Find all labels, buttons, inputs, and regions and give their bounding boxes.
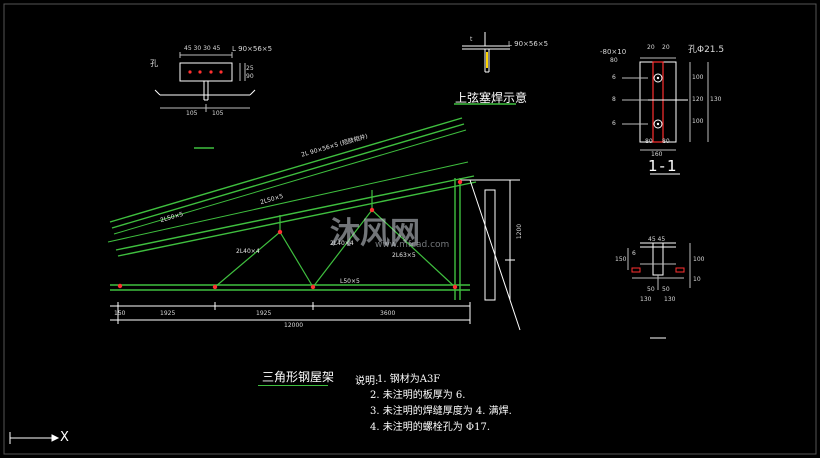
gusset-left-label-3: 6 — [612, 120, 616, 127]
channel-dim-right-b: 10 — [693, 276, 701, 283]
main-title: 三角形钢屋架 — [262, 370, 335, 384]
gusset-dim-bottom-1: 80 — [645, 138, 653, 145]
detail-angle-dims-top: 45 30 30 45 — [184, 45, 221, 52]
gusset-left-label-1: 6 — [612, 74, 616, 81]
gusset-plate-label: -80×10 — [600, 48, 627, 56]
note-4: 4. 未注明的螺栓孔为 Φ17. — [370, 422, 490, 433]
note-3: 3. 未注明的焊缝厚度为 4. 满焊. — [370, 406, 512, 417]
watermark-url: www.mfcad.com — [375, 240, 450, 250]
channel-dim-bottom-2: 50 — [662, 286, 670, 293]
gusset-hole-label: 孔Φ21.5 — [688, 45, 725, 55]
truss-dim-bottom-2: 1925 — [160, 310, 176, 317]
truss-dim-total: 12000 — [284, 322, 304, 329]
channel-dims-top: 45 45 — [648, 236, 666, 243]
detail-angle-dim-bottom-left: 105 — [186, 110, 198, 117]
axis-label-x: X — [60, 430, 69, 445]
truss-dim-bottom-3: 1925 — [256, 310, 272, 317]
gusset-dim-right-3: 100 — [692, 118, 704, 125]
truss-dim-bottom-4: 3600 — [380, 310, 396, 317]
section-label: 1-1 — [648, 157, 679, 175]
gusset-dim-right-outer: 130 — [710, 96, 722, 103]
detail-gusset — [622, 57, 709, 175]
main-title-underline — [258, 385, 328, 386]
truss-dim-height: 1200 — [516, 223, 524, 240]
channel-dim-bottom-total-2: 130 — [664, 296, 676, 303]
drawing-frame — [3, 3, 817, 455]
detail-weld-profile: L 90×56×5 — [508, 40, 549, 48]
gusset-dim-top-b: 20 — [662, 44, 670, 51]
note-1: 1. 钢材为A3F — [377, 374, 441, 385]
gusset-dim-right-1: 100 — [692, 74, 704, 81]
detail-angle-dim-bottom-right: 105 — [212, 110, 224, 117]
gusset-dim-top-a: 20 — [647, 44, 655, 51]
detail-weld-thickness: t — [470, 36, 473, 43]
gusset-dim-bottom-2: 80 — [662, 138, 670, 145]
detail-angle-dim-right-a: 25 — [246, 65, 254, 72]
channel-dim-left: 150 — [615, 256, 627, 263]
detail-angle-hole-label: 孔 — [150, 59, 158, 68]
truss-dim-bottom-1: 150 — [114, 310, 126, 317]
detail-angle-profile: L 90×56×5 — [232, 45, 273, 53]
note-2: 2. 未注明的板厚为 6. — [370, 390, 466, 401]
detail-angle-dim-right-b: 90 — [246, 73, 254, 80]
truss-main — [107, 117, 521, 331]
channel-left-label: 6 — [632, 250, 636, 257]
gusset-dim-bottom-total: 160 — [651, 151, 663, 158]
member-label-5: 2L63×5 — [392, 252, 416, 259]
member-label-4: 2L40×4 — [330, 240, 354, 247]
truss-node-markers — [117, 179, 463, 290]
gusset-left-label-2: 8 — [612, 96, 616, 103]
gusset-plate-sub: 80 — [610, 57, 618, 64]
detail-weld — [454, 32, 516, 105]
channel-dim-right-a: 100 — [693, 256, 705, 263]
member-label-3: 2L40×4 — [236, 248, 260, 255]
weld-detail-title: 上弦塞焊示意 — [455, 91, 528, 105]
notes-heading: 说明: — [355, 376, 379, 387]
detail-angle-plate — [154, 52, 256, 149]
watermark-logo-text: 沐风网 — [330, 216, 420, 251]
detail-channel — [627, 242, 691, 339]
member-label-6: L50×5 — [340, 278, 360, 285]
gusset-dim-right-2: 120 — [692, 96, 704, 103]
channel-dim-bottom-total-1: 130 — [640, 296, 652, 303]
axis-indicator — [9, 432, 60, 444]
channel-dim-bottom-1: 50 — [647, 286, 655, 293]
